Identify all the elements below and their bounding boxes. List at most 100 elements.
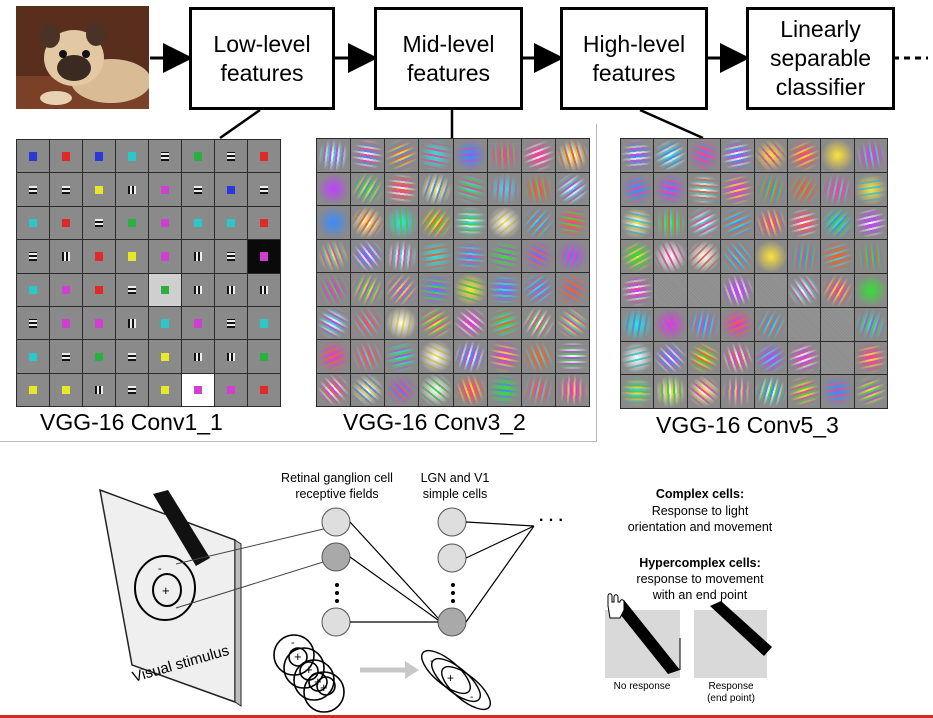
conv5-filter-tile bbox=[854, 139, 887, 172]
conv5-filter-tile bbox=[687, 172, 721, 206]
conv3-filter-tile bbox=[521, 273, 555, 306]
conv5-filter-tile bbox=[754, 307, 787, 341]
bottom-accent-bar bbox=[0, 715, 933, 718]
svg-text:+: + bbox=[320, 680, 328, 695]
conv3-filter-tile bbox=[419, 172, 453, 205]
conv3-filter-tile bbox=[487, 172, 521, 205]
svg-text:+: + bbox=[162, 583, 170, 598]
conv1-filter-tile bbox=[182, 206, 214, 240]
conv5-filter-tile bbox=[687, 240, 721, 273]
mid-level-features-box: Mid-level features bbox=[374, 7, 523, 110]
conv1-filter-tile bbox=[116, 340, 148, 373]
conv3-filter-tile bbox=[317, 340, 351, 373]
conv3-filter-tile bbox=[487, 340, 521, 373]
conv1-filter-tile bbox=[116, 240, 148, 273]
conv1-filter-tile bbox=[248, 140, 280, 173]
conv1-filter-tile bbox=[215, 140, 247, 173]
conv3-filter-tile bbox=[453, 206, 487, 239]
lgn-label: LGN and V1 simple cells bbox=[420, 471, 490, 501]
retinal-cell-1 bbox=[321, 507, 351, 537]
conv3-filter-tile bbox=[351, 239, 385, 272]
conv1-filter-tile bbox=[182, 240, 214, 273]
conv1-filter-tile bbox=[50, 340, 82, 373]
conv5-filter-tile bbox=[787, 375, 821, 408]
conv1-filter-tile bbox=[182, 306, 214, 340]
conv1-filter-tile bbox=[149, 373, 181, 406]
conv1-filter-tile bbox=[17, 173, 49, 206]
conv1-filter-tile bbox=[149, 306, 181, 340]
conv5-filter-tile bbox=[787, 307, 821, 341]
conv5-filter-tile bbox=[654, 375, 687, 408]
svg-text:+: + bbox=[305, 662, 313, 677]
conv3-filter-tile bbox=[453, 139, 487, 172]
conv5-filter-tile bbox=[721, 206, 754, 240]
conv5-filter-tile bbox=[787, 206, 821, 240]
conv1-filter-tile bbox=[248, 206, 280, 240]
conv5-filter-tile bbox=[854, 206, 887, 240]
conv5-filter-tile bbox=[854, 341, 887, 375]
conv5-filter-tile bbox=[687, 375, 721, 408]
conv5-filter-tile bbox=[787, 240, 821, 273]
conv5-caption: VGG-16 Conv5_3 bbox=[656, 412, 839, 438]
conv5-filter-tile bbox=[754, 240, 787, 273]
conv5-filter-tile bbox=[754, 172, 787, 206]
conv1-filter-tile bbox=[50, 373, 82, 406]
conv1-filter-tile bbox=[83, 173, 115, 206]
conv5-filter-tile bbox=[654, 240, 687, 273]
svg-text:-: - bbox=[430, 656, 433, 667]
conv1-filter-tile bbox=[182, 173, 214, 206]
conv5-filter-tile bbox=[721, 172, 754, 206]
conv3-filter-tile bbox=[419, 340, 453, 373]
conv3-filter-tile bbox=[385, 273, 419, 306]
conv1-filter-tile bbox=[248, 273, 280, 306]
conv3-filter-tile bbox=[555, 273, 589, 306]
conv3-filter-tile bbox=[521, 239, 555, 272]
conv5-filter-tile bbox=[687, 341, 721, 375]
conv5-filter-tile bbox=[721, 341, 754, 375]
conv5-filter-tile bbox=[721, 139, 754, 172]
high-level-features-box: High-level features bbox=[560, 7, 708, 110]
conv1-filter-tile bbox=[215, 240, 247, 273]
conv5-filter-tile bbox=[754, 206, 787, 240]
conv1-filter-tile bbox=[50, 306, 82, 340]
conv3-filter-tile bbox=[453, 373, 487, 406]
conv3-filter-tile bbox=[555, 139, 589, 172]
ellipsis: · · · bbox=[539, 512, 564, 529]
conv3-filter-grid bbox=[316, 138, 590, 407]
conv3-filter-tile bbox=[385, 373, 419, 406]
conv1-filter-tile bbox=[248, 340, 280, 373]
conv5-filter-tile bbox=[821, 206, 854, 240]
conv5-filter-tile bbox=[621, 206, 654, 240]
conv1-filter-tile bbox=[116, 140, 148, 173]
conv1-filter-tile bbox=[83, 240, 115, 273]
conv5-filter-tile bbox=[854, 240, 887, 273]
conv3-filter-tile bbox=[555, 206, 589, 239]
conv1-filter-tile bbox=[50, 240, 82, 273]
conv5-filter-tile bbox=[621, 172, 654, 206]
end-point-response-panel bbox=[694, 601, 772, 678]
conv3-filter-tile bbox=[385, 340, 419, 373]
conv1-filter-tile bbox=[116, 206, 148, 240]
conv3-filter-tile bbox=[351, 340, 385, 373]
conv3-filter-tile bbox=[487, 139, 521, 172]
conv3-filter-tile bbox=[555, 306, 589, 339]
conv1-filter-tile bbox=[248, 373, 280, 406]
complex-cells-title: Complex cells: bbox=[655, 487, 745, 501]
conv1-filter-tile bbox=[116, 273, 148, 306]
conv3-filter-tile bbox=[385, 172, 419, 205]
conv5-filter-tile bbox=[687, 206, 721, 240]
conv3-filter-tile bbox=[453, 306, 487, 339]
conv1-filter-tile bbox=[248, 240, 280, 273]
conv5-filter-tile bbox=[621, 274, 654, 307]
conv5-filter-tile bbox=[821, 139, 854, 172]
conv3-filter-tile bbox=[317, 373, 351, 406]
conv1-filter-tile bbox=[83, 206, 115, 240]
conv5-filter-tile bbox=[754, 139, 787, 172]
conv5-filter-tile bbox=[621, 375, 654, 408]
conv1-filter-tile bbox=[50, 140, 82, 173]
conv5-filter-tile bbox=[721, 274, 754, 307]
conv1-filter-tile bbox=[182, 140, 214, 173]
conv3-filter-tile bbox=[487, 239, 521, 272]
conv5-filter-tile bbox=[821, 307, 854, 341]
conv5-filter-tile bbox=[654, 172, 687, 206]
